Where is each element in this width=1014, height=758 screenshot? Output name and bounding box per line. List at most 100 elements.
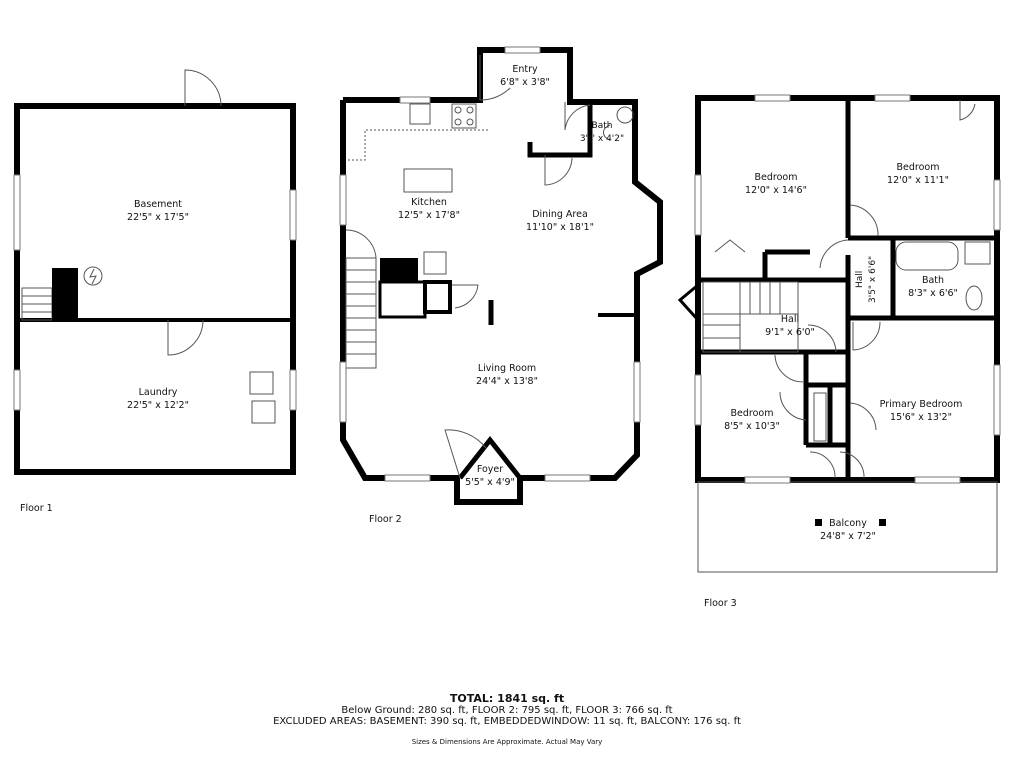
room-name: Bath — [591, 121, 613, 131]
floor2-chimney — [380, 258, 418, 282]
window — [384, 474, 431, 482]
balcony-railing — [697, 481, 998, 573]
disclaimer: Sizes & Dimensions Are Approximate. Actu… — [411, 738, 603, 746]
floor2-stairs — [345, 257, 377, 369]
floor1-stairs — [21, 287, 53, 321]
room-dims: 3' " x 4'2" — [579, 134, 625, 144]
total-label: TOTAL: 1841 sq. ft — [449, 692, 565, 705]
room-bath: Bath 3' " x 4'2" — [580, 120, 624, 146]
window — [289, 369, 297, 411]
electrical-panel-icon — [83, 266, 103, 286]
room-dims: 8'3" x 6'6" — [908, 288, 958, 299]
window — [399, 96, 431, 104]
kitchen-island — [403, 168, 453, 193]
balcony-post — [879, 519, 886, 526]
window — [504, 46, 541, 54]
room-dims: 5'5" x 4'9" — [465, 477, 515, 488]
room-name: Kitchen — [411, 197, 447, 208]
toilet — [965, 285, 983, 311]
window — [339, 174, 347, 226]
room-hall-upper-dims: 3'5" x 6'6" — [868, 256, 878, 303]
room-dims: 8'5" x 10'3" — [724, 421, 780, 432]
window — [633, 361, 641, 423]
room-name: Basement — [134, 199, 182, 210]
room-name: Primary Bedroom — [879, 399, 963, 410]
bathtub — [895, 241, 959, 271]
window — [694, 174, 702, 236]
room-primary-bedroom: Primary Bedroom 15'6" x 13'2" — [880, 398, 963, 424]
room-name: Bath — [921, 275, 945, 286]
dryer — [251, 400, 276, 424]
balcony-post — [815, 519, 822, 526]
window — [914, 476, 961, 484]
room-dims: 12'0" x 11'1" — [887, 175, 949, 186]
window — [874, 94, 911, 102]
room-dims: 9'1" x 6'0" — [765, 327, 815, 338]
room-dims: 24'8" x 7'2" — [820, 531, 876, 542]
floor1-chimney — [52, 268, 78, 322]
floor-label: Floor 3 — [704, 598, 737, 609]
floor3-bay-window — [677, 283, 700, 322]
room-name: Bedroom — [896, 162, 940, 173]
floor-label: Floor 1 — [20, 503, 53, 514]
window — [339, 361, 347, 423]
room-dims: 3'5" x 6'6" — [868, 255, 878, 303]
room-kitchen: Kitchen 12'5" x 17'8" — [398, 196, 460, 222]
room-bedroom: Bedroom 12'0" x 11'1" — [887, 161, 949, 187]
room-dims: 12'0" x 14'6" — [745, 185, 807, 196]
window — [289, 189, 297, 241]
room-dims: 15'6" x 13'2" — [890, 412, 952, 423]
window — [694, 374, 702, 426]
room-name: Dining Area — [532, 209, 588, 220]
room-dims: 22'5" x 12'2" — [127, 400, 189, 411]
room-name: Bedroom — [730, 408, 774, 419]
room-name: Laundry — [138, 387, 178, 398]
kitchen-sink — [409, 103, 431, 125]
room-name: Living Room — [477, 363, 537, 374]
window — [13, 369, 21, 411]
room-laundry: Laundry 22'5" x 12'2" — [127, 386, 189, 412]
total-area: TOTAL: 1841 sq. ft — [0, 693, 1014, 705]
window — [13, 174, 21, 251]
window — [993, 179, 1001, 231]
window — [754, 94, 791, 102]
floor-label: Floor 2 — [369, 514, 402, 525]
area-breakdown: Below Ground: 280 sq. ft, FLOOR 2: 795 s… — [341, 705, 673, 716]
room-bedroom: Bedroom 8'5" x 10'3" — [724, 407, 780, 433]
room-living-room: Living Room 24'4" x 13'8" — [476, 362, 538, 388]
room-foyer: Foyer 5'5" x 4'9" — [465, 463, 515, 489]
room-dims: 22'5" x 17'5" — [127, 212, 189, 223]
room-balcony: Balcony 24'8" x 7'2" — [820, 517, 876, 543]
room-dims: 11'10" x 18'1" — [526, 222, 594, 233]
room-name: Bedroom — [754, 172, 798, 183]
floor1-outline — [14, 103, 296, 475]
room-dims: 12'5" x 17'8" — [398, 210, 460, 221]
room-bedroom: Bedroom 12'0" x 14'6" — [745, 171, 807, 197]
bath-sink — [616, 106, 634, 124]
floor2-outline — [340, 47, 663, 505]
room-name: Hall — [855, 270, 865, 288]
floor2-bath-wall — [527, 102, 593, 158]
room-basement: Basement 22'5" x 17'5" — [127, 198, 189, 224]
fireplace — [378, 280, 427, 319]
room-name: Hall — [780, 314, 800, 325]
room-name: Entry — [512, 64, 538, 75]
washer — [249, 371, 274, 395]
room-hall: Hall 9'1" x 6'0" — [765, 313, 815, 339]
room-dining-area: Dining Area 11'10" x 18'1" — [526, 208, 594, 234]
room-name: Foyer — [476, 464, 504, 475]
floor2-foyer-wall — [458, 435, 522, 480]
excluded-areas: EXCLUDED AREAS: BASEMENT: 390 sq. ft, EM… — [273, 716, 741, 727]
window — [544, 474, 591, 482]
stove — [451, 103, 477, 129]
room-name: Balcony — [829, 518, 867, 529]
window — [993, 364, 1001, 436]
room-dims: 24'4" x 13'8" — [476, 376, 538, 387]
room-hall-upper: Hall — [855, 271, 865, 288]
window — [744, 476, 791, 484]
floor3-stairs — [702, 281, 799, 353]
room-bath: Bath 8'3" x 6'6" — [908, 274, 958, 300]
